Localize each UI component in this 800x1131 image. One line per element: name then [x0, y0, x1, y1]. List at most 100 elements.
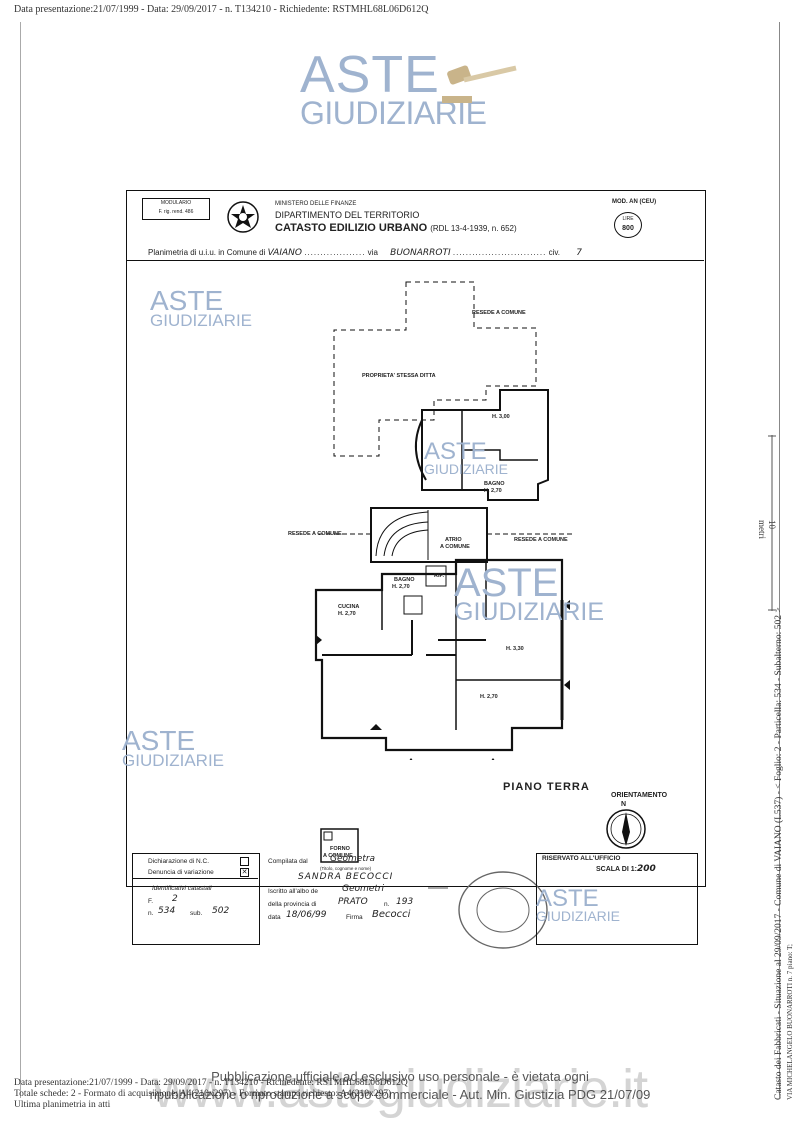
compass-icon — [606, 809, 646, 849]
watermark-aste-5: ASTE — [424, 438, 487, 465]
scale-label: SCALA DI 1:200 — [596, 864, 656, 874]
room-bagno: BAGNO — [394, 577, 415, 583]
watermark-aste: ASTE — [300, 46, 440, 104]
bottom-line-3: Ultima planimetria in atti — [14, 1100, 111, 1110]
watermark-aste-2: ASTE — [150, 285, 224, 316]
room-h270: H. 2,70 — [480, 694, 498, 700]
scale-prefix: SCALA DI 1: — [596, 866, 637, 873]
catasto-name: CATASTO EDILIZIO URBANO — [275, 222, 428, 234]
scale-bar — [768, 435, 776, 611]
room-h330: H. 3,30 — [506, 646, 524, 652]
lire-label: LIRE — [622, 216, 634, 222]
room-forno-comune: A COMUNE — [323, 853, 353, 859]
watermark-logo-4: ASTE GIUDIZIARIE — [122, 725, 225, 771]
foglio-value: 2 — [172, 894, 178, 904]
piano-terra-label: PIANO TERRA — [503, 781, 590, 793]
dich-nc-checkbox — [240, 857, 249, 866]
via-label: via — [367, 248, 378, 257]
publication-line-2: ripubblicazione o riproduzione a scopo c… — [149, 1087, 651, 1102]
comune-value: VAIANO — [267, 248, 302, 258]
firma-value: Becocci — [372, 909, 411, 920]
room-cucina: CUCINA — [338, 604, 360, 610]
vertical-catasto-text: Catasto dei Fabbricati - Situazione al 2… — [774, 607, 784, 1100]
ident-label: Identificativi catastali — [152, 885, 212, 892]
room-atrio: ATRIO — [445, 537, 462, 543]
geometra-stamp — [428, 871, 548, 949]
particella-label: n. — [148, 910, 154, 917]
cadastral-sheet — [126, 190, 706, 887]
north-label: N — [621, 801, 627, 808]
bottom-line-1: Data presentazione:21/07/1999 - Data: 29… — [14, 1078, 408, 1088]
lire-value: 800 — [622, 225, 634, 232]
department-label: DIPARTIMENTO DEL TERRITORIO — [275, 210, 420, 220]
watermark-aste-6: ASTE — [536, 885, 599, 912]
modulario-label: MODULARIO — [160, 200, 192, 206]
plan-line: Planimetria di u.i.u. in Comune di VAIAN… — [148, 248, 582, 258]
room-bagno-top: BAGNO — [484, 481, 505, 487]
room-atrio-comune: A COMUNE — [440, 544, 470, 550]
compilata-label: Compilata dal — [268, 858, 308, 865]
catasto-title: CATASTO EDILIZIO URBANO (RDL 13-4-1939, … — [275, 222, 517, 234]
italian-emblem-icon — [227, 201, 259, 233]
ministry-label: MINISTERO DELLE FINANZE — [275, 201, 357, 207]
watermark-giudiziarie-3: GIUDIZIARIE — [454, 598, 605, 626]
orientamento-label: ORIENTAMENTO — [611, 792, 668, 799]
watermark-logo-3: ASTE GIUDIZIARIE — [454, 561, 605, 626]
room-h300: H. 3,00 — [492, 414, 510, 420]
gavel-icon — [442, 65, 517, 103]
watermark-aste-4: ASTE — [122, 725, 196, 756]
data-value: 18/06/99 — [286, 910, 327, 920]
civ-value: 7 — [576, 248, 582, 258]
nome-value: SANDRA BECOCCI — [298, 872, 394, 882]
room-resede-top: RESEDE A COMUNE — [472, 310, 526, 316]
albo-value: Geometri — [342, 884, 385, 894]
room-bagno-top-h: H. 2,70 — [484, 488, 502, 494]
watermark-logo-6: ASTE GIUDIZIARIE — [536, 885, 621, 924]
n2-value: 193 — [396, 897, 414, 907]
watermark-giudiziarie-5: GIUDIZIARIE — [424, 460, 509, 477]
footer-divider — [132, 878, 258, 879]
lire-badge: LIRE 800 — [614, 212, 642, 238]
civ-label: civ. — [548, 248, 560, 257]
room-resede-right: RESEDE A COMUNE — [514, 537, 568, 543]
watermark-logo-2: ASTE GIUDIZIARIE — [150, 285, 253, 331]
modulario-ref: F. rig. rend. 486 — [158, 209, 194, 215]
vertical-address-text: VIA MICHELANGELO BUONARROTI n. 7 piano: … — [786, 943, 794, 1100]
watermark-giudiziarie-2: GIUDIZIARIE — [150, 311, 253, 331]
forno-plan — [320, 828, 359, 863]
header-line: Data presentazione:21/07/1999 - Data: 29… — [14, 4, 429, 15]
particella-value: 534 — [158, 906, 176, 916]
sheet-header — [126, 190, 704, 261]
foglio-label: F. — [148, 898, 154, 905]
via-value: BUONARROTI — [390, 248, 451, 258]
watermark-giudiziarie-6: GIUDIZIARIE — [536, 907, 621, 924]
watermark-aste-3: ASTE — [454, 561, 559, 605]
titolo-note: (Titolo, cognome e nome) — [320, 866, 372, 871]
riservato-label: RISERVATO ALL'UFFICIO — [542, 855, 621, 862]
compilata-value: Geometra — [330, 854, 376, 864]
watermark-giudiziarie-4: GIUDIZIARIE — [122, 751, 225, 771]
page-frame — [20, 22, 780, 1098]
denuncia-checkbox-checked: ✕ — [240, 868, 249, 877]
room-rip: RIP. — [434, 573, 444, 579]
iscritto-label: Iscritto all'albo de — [268, 888, 319, 895]
provincia-value: PRATO — [338, 897, 368, 907]
scale-value: 200 — [636, 864, 656, 874]
room-cucina-h: H. 2,70 — [338, 611, 356, 617]
data-label: data — [268, 914, 281, 921]
room-resede-left: RESEDE A COMUNE — [288, 531, 342, 537]
bottom-line-2: Totale schede: 2 - Formato di acquisizio… — [14, 1089, 392, 1099]
denuncia-label: Denuncia di variazione — [148, 869, 214, 876]
publication-notice: Pubblicazione ufficiale ad esclusivo uso… — [120, 1068, 680, 1104]
n2-label: n. — [384, 901, 390, 908]
provincia-label: della provincia di — [268, 901, 317, 908]
dich-nc-label: Dichiarazione di N.C. — [148, 858, 210, 865]
watermark-logo-5: ASTE GIUDIZIARIE — [424, 438, 509, 477]
floor-plan — [314, 281, 574, 760]
mod-an-label: MOD. AN (CEU) — [612, 199, 657, 205]
publication-line-1: Pubblicazione ufficiale ad esclusivo uso… — [211, 1069, 589, 1084]
sub-value: 502 — [212, 906, 230, 916]
modulario-box: MODULARIO F. rig. rend. 486 — [142, 198, 210, 220]
room-proprieta: PROPRIETA' STESSA DITTA — [362, 373, 436, 379]
firma-label: Firma — [346, 914, 363, 921]
